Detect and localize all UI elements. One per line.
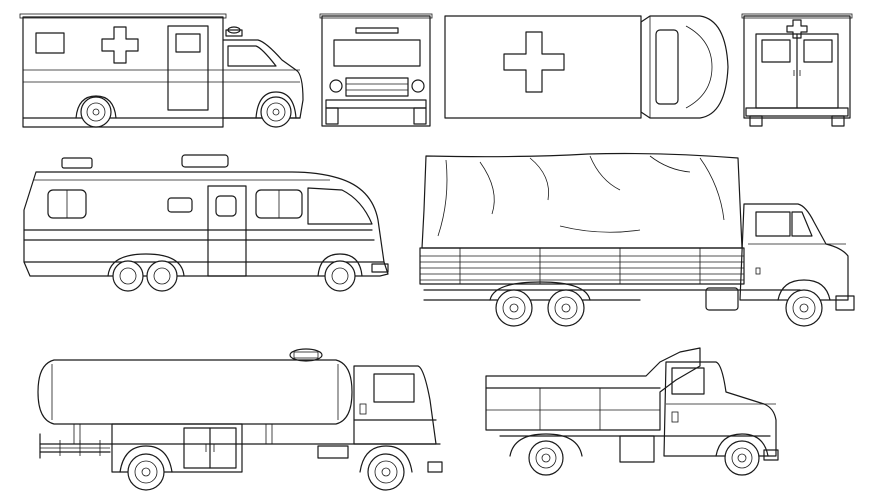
tanker-truck-side-view bbox=[37, 348, 443, 491]
ambulance-rear-view bbox=[741, 13, 853, 127]
ambulance-front-view bbox=[319, 13, 433, 127]
dump-truck-side-view bbox=[485, 347, 779, 476]
motorhome-side-view bbox=[23, 154, 389, 292]
covered-cargo-truck-side-view bbox=[419, 152, 855, 327]
ambulance-side-view bbox=[19, 13, 304, 128]
ambulance-top-view bbox=[444, 15, 729, 119]
